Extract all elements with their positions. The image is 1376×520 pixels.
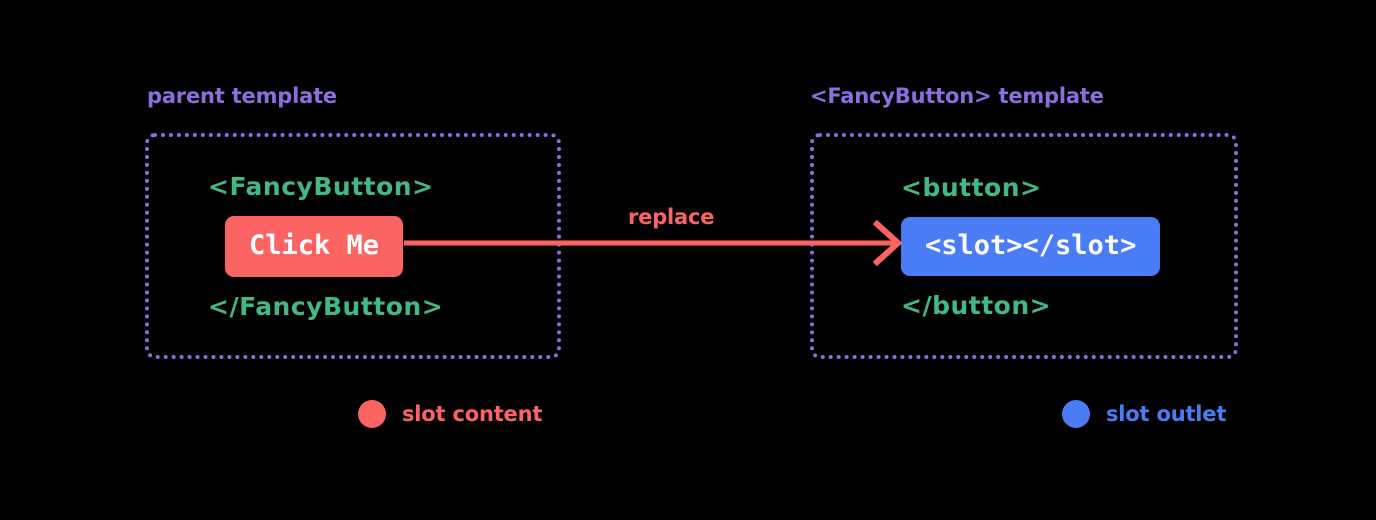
fancybutton-template-panel: <button> <slot></slot> </button> [810,133,1238,359]
legend-label-slot-outlet: slot outlet [1106,402,1227,426]
legend-label-slot-content: slot content [402,402,543,426]
slot-outlet-chip[interactable]: <slot></slot> [901,216,1161,276]
replace-arrow-label: replace [628,205,715,229]
fancybutton-template-caption: <FancyButton> template [810,84,1104,108]
fancybutton-open-tag: <FancyButton> [208,171,434,201]
button-close-tag: </button> [901,290,1052,320]
legend-item-slot-outlet: slot outlet [1062,400,1226,428]
fancybutton-template-code-block: <button> <slot></slot> </button> [814,137,1234,355]
slot-content-chip[interactable]: Click Me [225,215,404,277]
slot-outlet-swatch-icon [1062,400,1090,428]
fancybutton-close-tag: </FancyButton> [208,291,444,321]
parent-template-caption: parent template [147,84,337,108]
button-open-tag: <button> [901,172,1042,202]
parent-template-code-block: <FancyButton> Click Me </FancyButton> [149,137,557,355]
legend-item-slot-content: slot content [358,400,542,428]
parent-template-panel: <FancyButton> Click Me </FancyButton> [145,133,561,359]
slot-content-swatch-icon [358,400,386,428]
